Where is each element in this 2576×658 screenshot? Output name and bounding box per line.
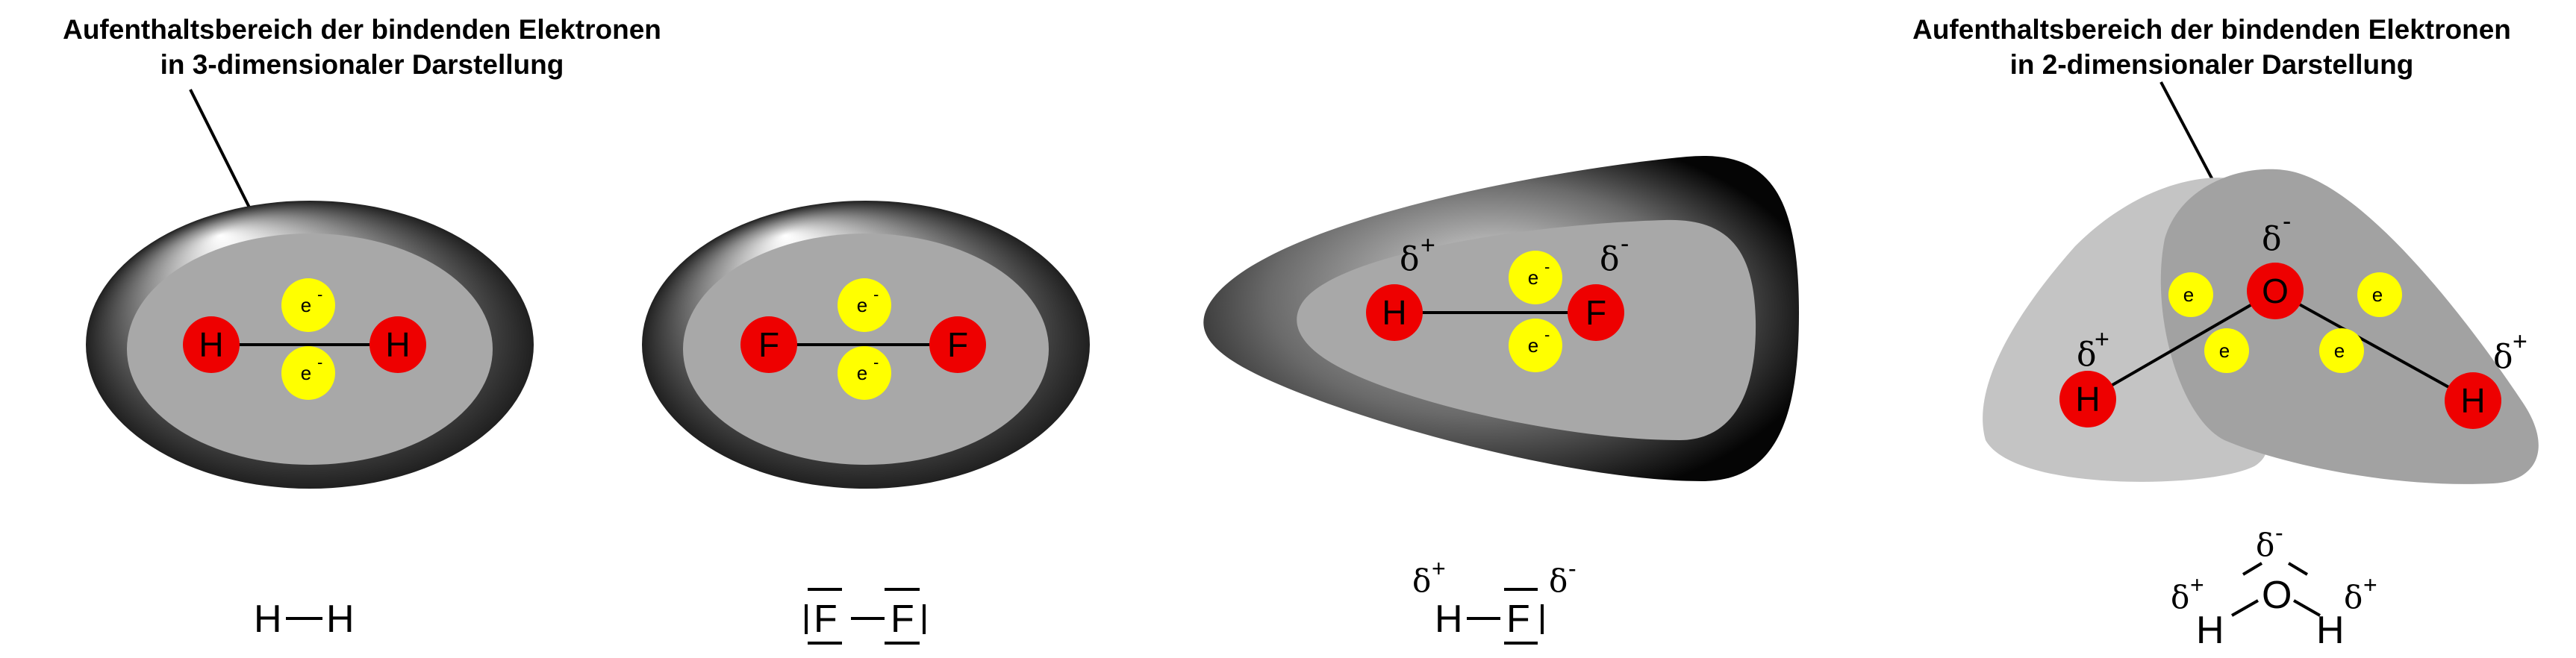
hf-electron-2 <box>1509 319 1562 372</box>
h2-electron-2-label: e <box>301 362 311 384</box>
h2o-dark-cloud <box>2160 169 2539 484</box>
formula-f2-f-right: F <box>891 598 914 641</box>
formula-h2-h-left: H <box>254 598 282 641</box>
h2o-atom-h-left-label: H <box>2075 380 2100 419</box>
h2o-atom-h-right-label: H <box>2460 381 2485 420</box>
h2o-h-right-partial-sign: + <box>2513 328 2527 356</box>
f2-atom-f-left <box>740 316 797 373</box>
h2o-o-partial-sign: - <box>2283 207 2291 236</box>
formula-h2o-h-left-sign: + <box>2190 571 2204 598</box>
h2-molecule: e - e - H H <box>86 201 534 489</box>
formula-h2o-o-sign: - <box>2275 519 2283 546</box>
h2-electron-1-sup: - <box>317 285 322 304</box>
formula-hf-h: H <box>1435 598 1463 641</box>
annotation-3d-arrow <box>189 89 259 225</box>
h2o-electron-3-label: e <box>2372 283 2383 306</box>
formula-f2-f-left: F <box>814 598 838 641</box>
formula-hf-h-delta: δ <box>1412 563 1431 599</box>
h2o-molecule: e e e e O H H δ - δ + δ + <box>1983 169 2539 484</box>
h2o-h-left-partial-delta: δ <box>2077 336 2097 374</box>
hf-atom-f <box>1568 284 1624 341</box>
f2-electron-2-sup: - <box>873 353 879 372</box>
formula-h2o-h-left: H <box>2196 609 2224 652</box>
h2o-electron-3 <box>2357 272 2402 317</box>
f2-electron-2 <box>838 346 891 400</box>
formula-h2o-o: O <box>2262 574 2292 617</box>
hf-partial-positive-sign: + <box>1420 231 1435 260</box>
annotation-3d-line1: Aufenthaltsbereich der bindenden Elektro… <box>63 14 661 45</box>
hf-atom-h <box>1366 284 1423 341</box>
formula-hf-f-sign: - <box>1568 555 1577 582</box>
formula-h2o-h-left-delta: δ <box>2171 579 2189 615</box>
annotation-2d-line2: in 2-dimensionaler Darstellung <box>2010 49 2414 80</box>
formula-h2o-h-right-delta: δ <box>2344 579 2363 615</box>
formula-h2-h-right: H <box>326 598 355 641</box>
h2o-electron-1 <box>2168 272 2213 317</box>
h2-atom-h-left <box>183 316 240 373</box>
formula-hf-f-delta: δ <box>1549 563 1568 599</box>
h2-atom-h-right <box>369 316 426 373</box>
f2-electron-1-sup: - <box>873 285 879 304</box>
h2o-bond-right <box>2274 289 2474 402</box>
hf-electron-1-label: e <box>1528 266 1538 289</box>
formula-h2o-o-lone-pair-left <box>2242 562 2263 576</box>
formula-h2o-h-right-sign: + <box>2363 571 2377 598</box>
h2-atom-h-left-label: H <box>199 325 223 364</box>
h2o-o-partial-delta: δ <box>2262 220 2282 258</box>
hf-electron-1 <box>1509 251 1562 304</box>
formula-hf-h-sign: + <box>1432 555 1446 582</box>
h2o-electron-4 <box>2319 328 2364 373</box>
hf-molecule: e - e - H F δ + δ - <box>1203 155 1799 481</box>
hf-atom-f-label: F <box>1585 293 1606 332</box>
formula-h2o-bond-right <box>2293 599 2321 617</box>
hf-partial-negative-delta: δ <box>1600 240 1620 278</box>
f2-electron-1 <box>838 278 891 332</box>
formula-hf-f: F <box>1506 598 1530 641</box>
formula-h2o-o-delta: δ <box>2256 527 2274 563</box>
f2-atom-f-right <box>929 316 986 373</box>
formula-h2o-h-right: H <box>2316 609 2345 652</box>
hf-electron-1-sup: - <box>1544 257 1550 276</box>
hf-partial-positive-delta: δ <box>1400 240 1420 278</box>
h2-electron-2-sup: - <box>317 353 322 372</box>
h2o-h-right-partial-delta: δ <box>2493 338 2513 376</box>
h2o-electron-1-label: e <box>2183 283 2194 306</box>
annotation-3d-line2: in 3-dimensionaler Darstellung <box>160 49 564 80</box>
h2-electron-2 <box>281 346 335 400</box>
hf-partial-negative-sign: - <box>1621 230 1629 258</box>
annotation-2d-line1: Aufenthaltsbereich der bindenden Elektro… <box>1912 14 2511 45</box>
hf-electron-2-label: e <box>1528 334 1538 357</box>
h2-electron-1-label: e <box>301 294 311 316</box>
annotation-3d: Aufenthaltsbereich der bindenden Elektro… <box>63 14 661 80</box>
h2o-h-left-partial-sign: + <box>2095 325 2109 354</box>
formula-h2o: δ - O δ + H H δ + <box>2171 519 2377 652</box>
f2-atom-f-left-label: F <box>758 325 779 364</box>
h2o-electron-2 <box>2204 328 2249 373</box>
annotation-2d: Aufenthaltsbereich der bindenden Elektro… <box>1912 14 2511 80</box>
hf-electron-2-sup: - <box>1544 325 1550 344</box>
f2-electron-1-label: e <box>857 294 867 316</box>
h2o-atom-h-left <box>2059 371 2116 427</box>
f2-molecule: e - e - F F <box>642 201 1090 489</box>
h2o-electron-2-label: e <box>2219 339 2230 362</box>
hf-atom-h-label: H <box>1382 293 1406 332</box>
formula-hf: δ + H F δ - <box>1412 555 1577 645</box>
f2-electron-2-label: e <box>857 362 867 384</box>
h2o-atom-o-label: O <box>2262 272 2289 310</box>
formula-h2: H H <box>254 598 355 641</box>
h2-electron-1 <box>281 278 335 332</box>
h2o-atom-o <box>2247 263 2304 319</box>
formula-f2: F F <box>805 588 926 645</box>
formula-h2o-o-lone-pair-right <box>2287 562 2309 576</box>
h2o-bond-left <box>2086 289 2277 401</box>
h2o-electron-4-label: e <box>2334 339 2345 362</box>
formula-h2o-bond-left <box>2231 599 2259 617</box>
h2o-atom-h-right <box>2445 372 2501 429</box>
f2-atom-f-right-label: F <box>947 325 968 364</box>
h2-atom-h-right-label: H <box>385 325 410 364</box>
